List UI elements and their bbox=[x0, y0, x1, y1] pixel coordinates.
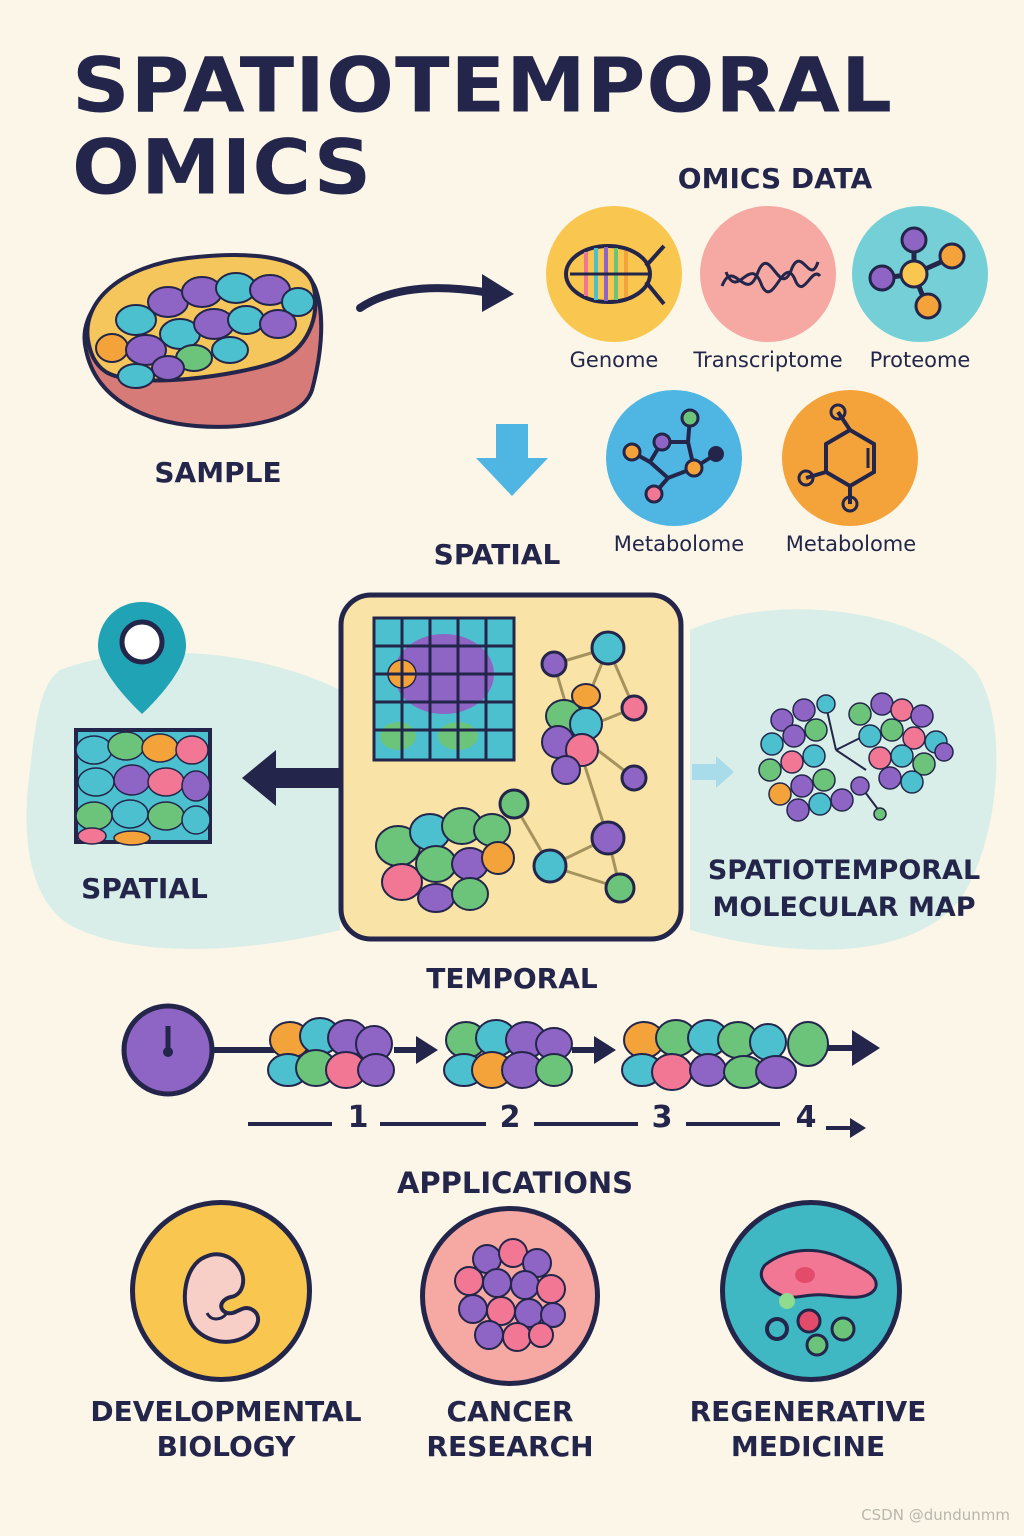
location-pin-icon bbox=[98, 602, 186, 714]
applications-heading: APPLICATIONS bbox=[396, 1166, 634, 1200]
spatial-analysis-panel bbox=[338, 592, 684, 942]
molecular-map-label-line1: SPATIOTEMPORAL bbox=[707, 855, 981, 886]
down-arrow-icon bbox=[476, 424, 548, 496]
sample-label: SAMPLE bbox=[154, 456, 282, 489]
molecular-map-label-line2: MOLECULAR MAP bbox=[712, 892, 976, 923]
timeline-step-3: 3 bbox=[651, 1100, 673, 1135]
watermark: CSDN @dundunmm bbox=[861, 1506, 1010, 1524]
regenerative-medicine-line1: REGENERATIVE bbox=[689, 1395, 927, 1428]
spatial-cells-grid bbox=[74, 728, 212, 846]
regenerative-medicine-circle bbox=[720, 1200, 902, 1382]
timeline-step-1: 1 bbox=[347, 1100, 369, 1135]
timeline-steps bbox=[248, 1118, 866, 1138]
molecular-map-label: SPATIOTEMPORAL MOLECULAR MAP bbox=[704, 852, 984, 926]
cancer-research-circle bbox=[420, 1206, 600, 1386]
metabolome-circle-2 bbox=[782, 390, 918, 526]
title-line-1: SPATIOTEMPORAL bbox=[72, 41, 893, 130]
developmental-biology-line2: BIOLOGY bbox=[156, 1430, 296, 1463]
regenerative-medicine-line2: MEDICINE bbox=[730, 1430, 886, 1463]
temporal-timeline bbox=[121, 1003, 880, 1097]
metabolome-label-1: Metabolome bbox=[613, 532, 745, 556]
cancer-research-line1: CANCER bbox=[446, 1395, 574, 1428]
molecular-map-cluster bbox=[758, 692, 954, 822]
metabolome-label-2: Metabolome bbox=[785, 532, 917, 556]
chemical-ring-icon bbox=[797, 403, 876, 513]
omics-data-heading: OMICS DATA bbox=[677, 162, 873, 195]
metabolome-circle-1 bbox=[606, 390, 742, 526]
right-arrow-faint-icon bbox=[692, 756, 734, 788]
genome-circle bbox=[546, 206, 682, 342]
rna-strand-icon bbox=[720, 259, 822, 294]
molecule-network-icon bbox=[622, 408, 724, 504]
temporal-label: TEMPORAL bbox=[426, 962, 598, 995]
genome-label: Genome bbox=[569, 348, 659, 372]
arrow-to-omics-icon bbox=[356, 274, 514, 312]
transcriptome-label: Transcriptome bbox=[693, 348, 843, 372]
left-arrow-icon bbox=[242, 750, 346, 806]
transcriptome-circle bbox=[700, 206, 836, 342]
timeline-step-2: 2 bbox=[499, 1100, 521, 1135]
regenerative-medicine-label: REGENERATIVE MEDICINE bbox=[680, 1394, 936, 1464]
timeline-step-4: 4 bbox=[795, 1100, 817, 1135]
developmental-biology-line1: DEVELOPMENTAL bbox=[90, 1395, 362, 1428]
tissue-sample-icon bbox=[82, 253, 324, 429]
developmental-biology-circle bbox=[130, 1200, 312, 1382]
tissue-repair-icon bbox=[759, 1248, 878, 1357]
tumor-cells-icon bbox=[454, 1238, 566, 1352]
title-line-2: OMICS bbox=[72, 123, 373, 212]
spatial-top-label: SPATIAL bbox=[433, 538, 561, 571]
spatial-left-label: SPATIAL bbox=[81, 872, 208, 905]
proteome-circle bbox=[852, 206, 988, 342]
dna-icon bbox=[564, 244, 666, 306]
cancer-research-line2: RESEARCH bbox=[426, 1430, 594, 1463]
cancer-research-label: CANCER RESEARCH bbox=[400, 1394, 620, 1464]
protein-network-icon bbox=[868, 226, 966, 320]
developmental-biology-label: DEVELOPMENTAL BIOLOGY bbox=[86, 1394, 366, 1464]
embryo-icon bbox=[182, 1252, 261, 1344]
proteome-label: Proteome bbox=[869, 348, 971, 372]
